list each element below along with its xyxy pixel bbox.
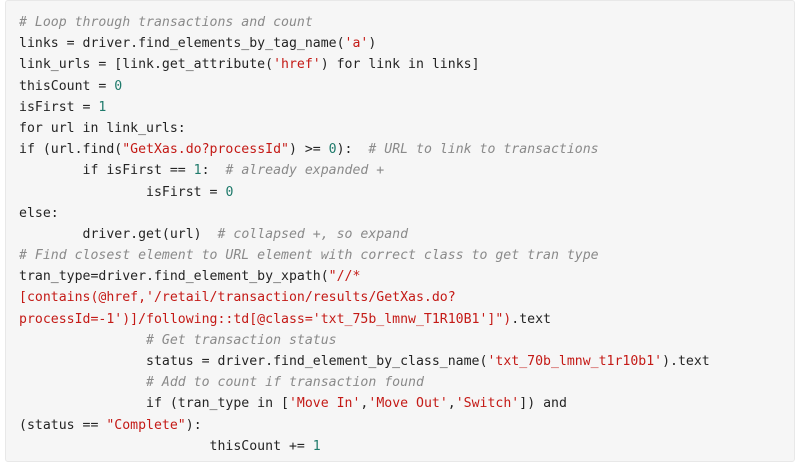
- code-line: # Loop through transactions and count: [19, 15, 313, 30]
- code-line: status = driver.find_element_by_class_na…: [19, 354, 710, 369]
- code-line: if (tran_type in ['Move In','Move Out','…: [19, 396, 567, 412]
- code-line: isFirst = 0: [19, 184, 234, 200]
- code-line: if (url.find("GetXas.do?processId") >= 0…: [19, 142, 599, 158]
- code-line: # Add to count if transaction found: [146, 375, 424, 391]
- code-line: else:: [19, 205, 59, 221]
- code-line: thisCount = 0: [19, 78, 123, 94]
- code-block: # Loop through transactions and count lin…: [5, 0, 795, 462]
- code-line: (status == "Complete"):: [19, 417, 202, 433]
- code-line: for url in link_urls:: [19, 120, 186, 136]
- code-line: links = driver.find_elements_by_tag_name…: [19, 36, 377, 52]
- code-line: driver.get(url) # collapsed +, so expand: [19, 226, 409, 242]
- code-line: [contains(@href,'/retail/transaction/res…: [19, 290, 456, 306]
- code-line: # Get transaction status: [146, 332, 337, 348]
- code-line: isFirst = 1: [19, 99, 107, 115]
- code-line: thisCount += 1: [19, 438, 321, 454]
- code-line: # Find closest element to URL element wi…: [19, 248, 599, 264]
- code-line: tran_type=driver.find_element_by_xpath("…: [19, 269, 361, 285]
- code-line: processId=-1')]/following::td[@class='tx…: [19, 311, 551, 327]
- code-line: if isFirst == 1: # already expanded +: [19, 163, 385, 179]
- code-listing: # Loop through transactions and count lin…: [19, 12, 710, 457]
- code-line: link_urls = [link.get_attribute('href') …: [19, 57, 480, 73]
